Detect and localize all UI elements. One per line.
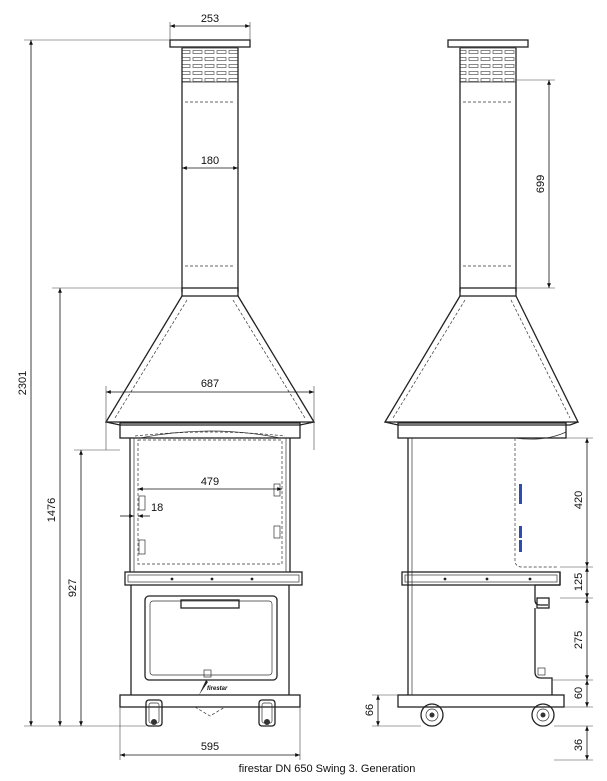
drawing-caption: firestar DN 650 Swing 3. Generation — [239, 763, 416, 775]
front-vent-grille — [181, 47, 239, 83]
front-hood — [104, 295, 316, 426]
front-top-plate — [169, 39, 251, 48]
side-dimensions: 699 420 125 275 60 36 66 — [364, 79, 593, 761]
front-hearth-shelf — [124, 571, 303, 586]
side-hood-band — [397, 422, 567, 440]
dim-chimney-section: 699 — [535, 175, 547, 193]
dim-opening-width: 479 — [201, 476, 219, 488]
front-view: firestar — [104, 39, 316, 727]
dim-hearth-height: 125 — [573, 573, 585, 591]
side-plinth — [397, 694, 565, 708]
side-cabinet — [534, 585, 553, 695]
dim-overall-height: 2301 — [17, 371, 29, 395]
dim-foot-height: 36 — [573, 739, 585, 751]
dim-side-gap: 18 — [151, 502, 163, 514]
dim-wheel-height: 66 — [364, 704, 376, 716]
front-dimensions: 253 180 2301 1476 687 479 18 927 595 — [17, 13, 315, 760]
side-vent-grille — [459, 47, 517, 83]
dim-top-plate-width: 253 — [201, 13, 219, 25]
dim-base-width: 595 — [201, 741, 219, 753]
dim-hood-width: 687 — [201, 378, 219, 390]
dim-storage-height: 275 — [573, 631, 585, 649]
side-hearth-shelf — [401, 571, 561, 586]
dim-firebox-height: 927 — [67, 579, 79, 597]
front-wheels — [145, 699, 276, 727]
side-door-handles — [519, 484, 522, 552]
dim-plinth-height: 60 — [573, 687, 585, 699]
side-top-plate — [447, 39, 529, 48]
side-wheels — [420, 703, 555, 727]
front-hood-band — [119, 422, 301, 439]
dim-opening-height: 420 — [573, 491, 585, 509]
front-cabinet — [130, 585, 290, 695]
front-hinges — [138, 483, 281, 555]
side-hood — [383, 295, 580, 426]
dim-hood-height: 1476 — [46, 498, 58, 522]
side-view — [383, 39, 580, 727]
front-chimney — [181, 48, 239, 297]
side-frame — [407, 438, 561, 695]
side-chimney — [459, 48, 517, 297]
front-plinth — [119, 694, 301, 717]
svg-text:firestar: firestar — [207, 686, 228, 692]
front-frame — [129, 438, 291, 572]
dim-chimney-width: 180 — [201, 155, 219, 167]
front-brand-logo: firestar — [199, 680, 228, 695]
